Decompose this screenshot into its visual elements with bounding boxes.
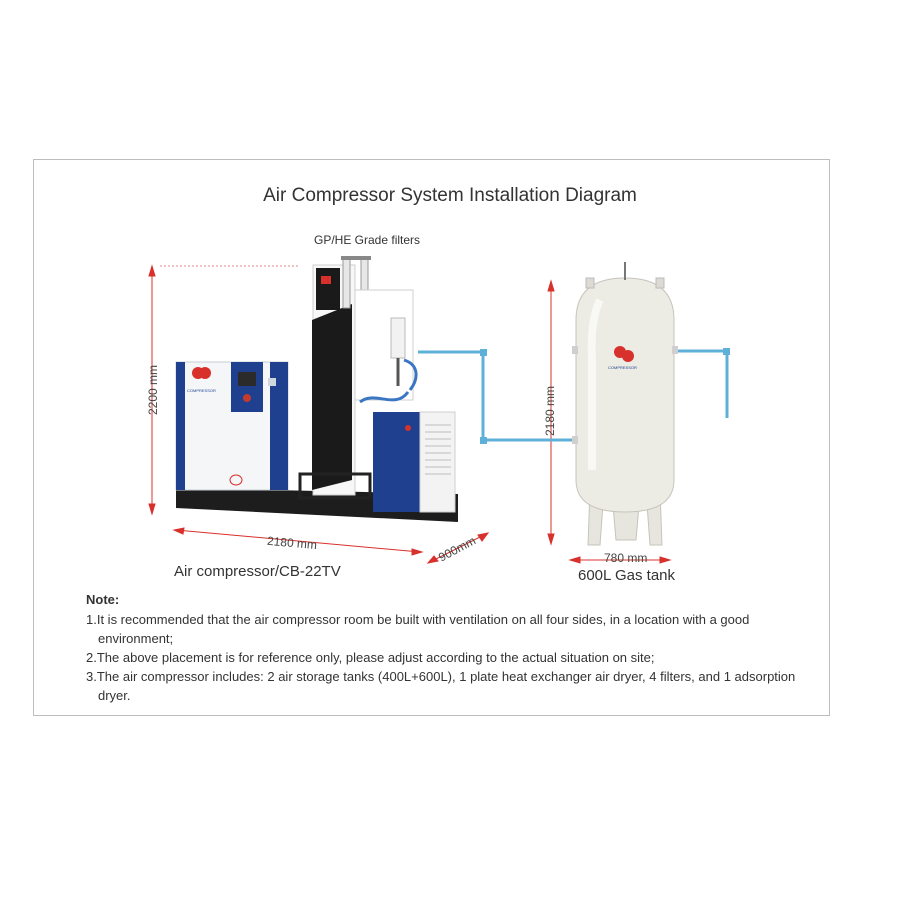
compressor-height-dimension — [148, 264, 300, 516]
compressor-height-label: 2200 mm — [146, 364, 160, 416]
tank-caption: 600L Gas tank — [578, 567, 676, 584]
notes-section: Note: 1.It is recommended that the air c… — [86, 590, 806, 705]
diagram-title: Air Compressor System Installation Diagr… — [263, 185, 637, 206]
tank-width-label: 780 mm — [604, 551, 648, 565]
note-item-3: 3.The air compressor includes: 2 air sto… — [86, 669, 796, 703]
svg-text:COMPRESSOR: COMPRESSOR — [187, 388, 216, 393]
air-compressor-unit: COMPRESSOR — [175, 256, 458, 522]
compressor-caption: Air compressor/CB-22TV — [174, 563, 341, 580]
compressor-width-dimension — [172, 527, 424, 556]
notes-heading: Note: — [86, 592, 120, 607]
note-item-1: 1.It is recommended that the air compres… — [86, 612, 750, 646]
tank-height-label: 2180 mm — [543, 385, 557, 437]
gas-tank: COMPRESSOR — [572, 262, 678, 546]
note-item-2: 2.The above placement is for reference o… — [86, 650, 655, 665]
tank-width-dimension — [568, 556, 672, 564]
compressor-depth-dimension — [426, 532, 490, 564]
tank-height-dimension — [547, 279, 555, 546]
filter-label: GP/HE Grade filters — [314, 233, 421, 247]
svg-text:COMPRESSOR: COMPRESSOR — [608, 365, 637, 370]
air-pipe — [418, 349, 729, 442]
